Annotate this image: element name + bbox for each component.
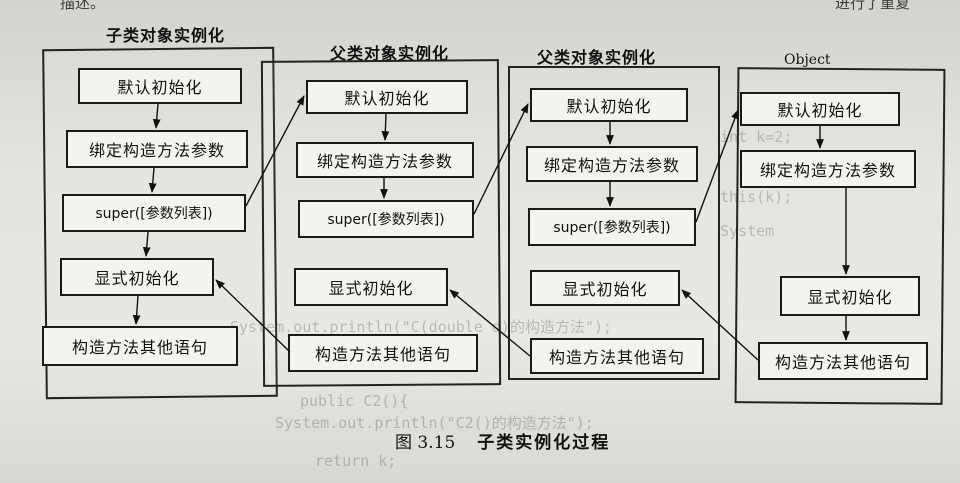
parent1-explicit-init-box: 显式初始化: [294, 268, 448, 306]
parent2-default-init-box: 默认初始化: [530, 88, 688, 122]
figure-caption: 图 3.15 子类实例化过程: [395, 428, 632, 453]
bg-code-line: System.out.println("C(double d)的构造方法");: [230, 318, 613, 336]
bg-code-line: System: [720, 222, 775, 240]
bg-code-line: return k;: [315, 452, 397, 470]
bg-code-line: int k=2;: [720, 128, 793, 146]
arrow-super-call: [695, 109, 739, 223]
parent1-other-statements-box: 构造方法其他语句: [288, 334, 478, 372]
object-explicit-init-box: 显式初始化: [780, 276, 920, 316]
bg-code-line: public C2(){: [300, 392, 409, 410]
column-title-parent-2: 父类对象实例化: [537, 48, 657, 67]
header-text-left: 描述。: [60, 0, 106, 12]
parent2-bind-params-box: 绑定构造方法参数: [526, 146, 698, 182]
arrow-super-call: [245, 95, 305, 207]
child-default-init-box: 默认初始化: [78, 68, 242, 104]
parent2-explicit-init-box: 显式初始化: [530, 270, 680, 306]
figure-number: 图 3.15: [395, 433, 456, 453]
arrow-down: [148, 167, 157, 193]
parent1-super-call-box: super([参数列表]): [298, 200, 474, 238]
object-default-init-box: 默认初始化: [740, 92, 900, 126]
column-title-child: 子类对象实例化: [106, 26, 226, 45]
header-text-right: 进行了重复: [835, 0, 911, 12]
figure-caption-text: 子类实例化过程: [477, 433, 611, 453]
column-title-object: Object: [784, 52, 831, 68]
arrow-super-call: [473, 103, 529, 215]
arrow-return: [681, 289, 759, 361]
bg-code-line: this(k);: [720, 188, 793, 206]
arrow-down: [381, 113, 390, 141]
arrow-down: [142, 231, 151, 257]
parent2-other-statements-box: 构造方法其他语句: [530, 338, 704, 374]
child-other-statements-box: 构造方法其他语句: [42, 326, 238, 366]
parent1-default-init-box: 默认初始化: [306, 80, 468, 114]
object-bind-params-box: 绑定构造方法参数: [740, 150, 916, 188]
parent2-super-call-box: super([参数列表]): [528, 208, 696, 246]
object-other-statements-box: 构造方法其他语句: [758, 342, 928, 380]
arrow-down: [132, 295, 141, 325]
column-title-parent-1: 父类对象实例化: [330, 44, 450, 63]
bg-code-line: System.out.println("C2()的构造方法");: [275, 414, 594, 432]
arrow-return: [449, 289, 531, 357]
parent1-bind-params-box: 绑定构造方法参数: [296, 142, 474, 178]
child-bind-params-box: 绑定构造方法参数: [66, 130, 248, 168]
arrow-return: [215, 279, 291, 353]
child-super-call-box: super([参数列表]): [62, 194, 246, 232]
child-explicit-init-box: 显式初始化: [60, 258, 214, 296]
arrow-down: [152, 103, 161, 129]
